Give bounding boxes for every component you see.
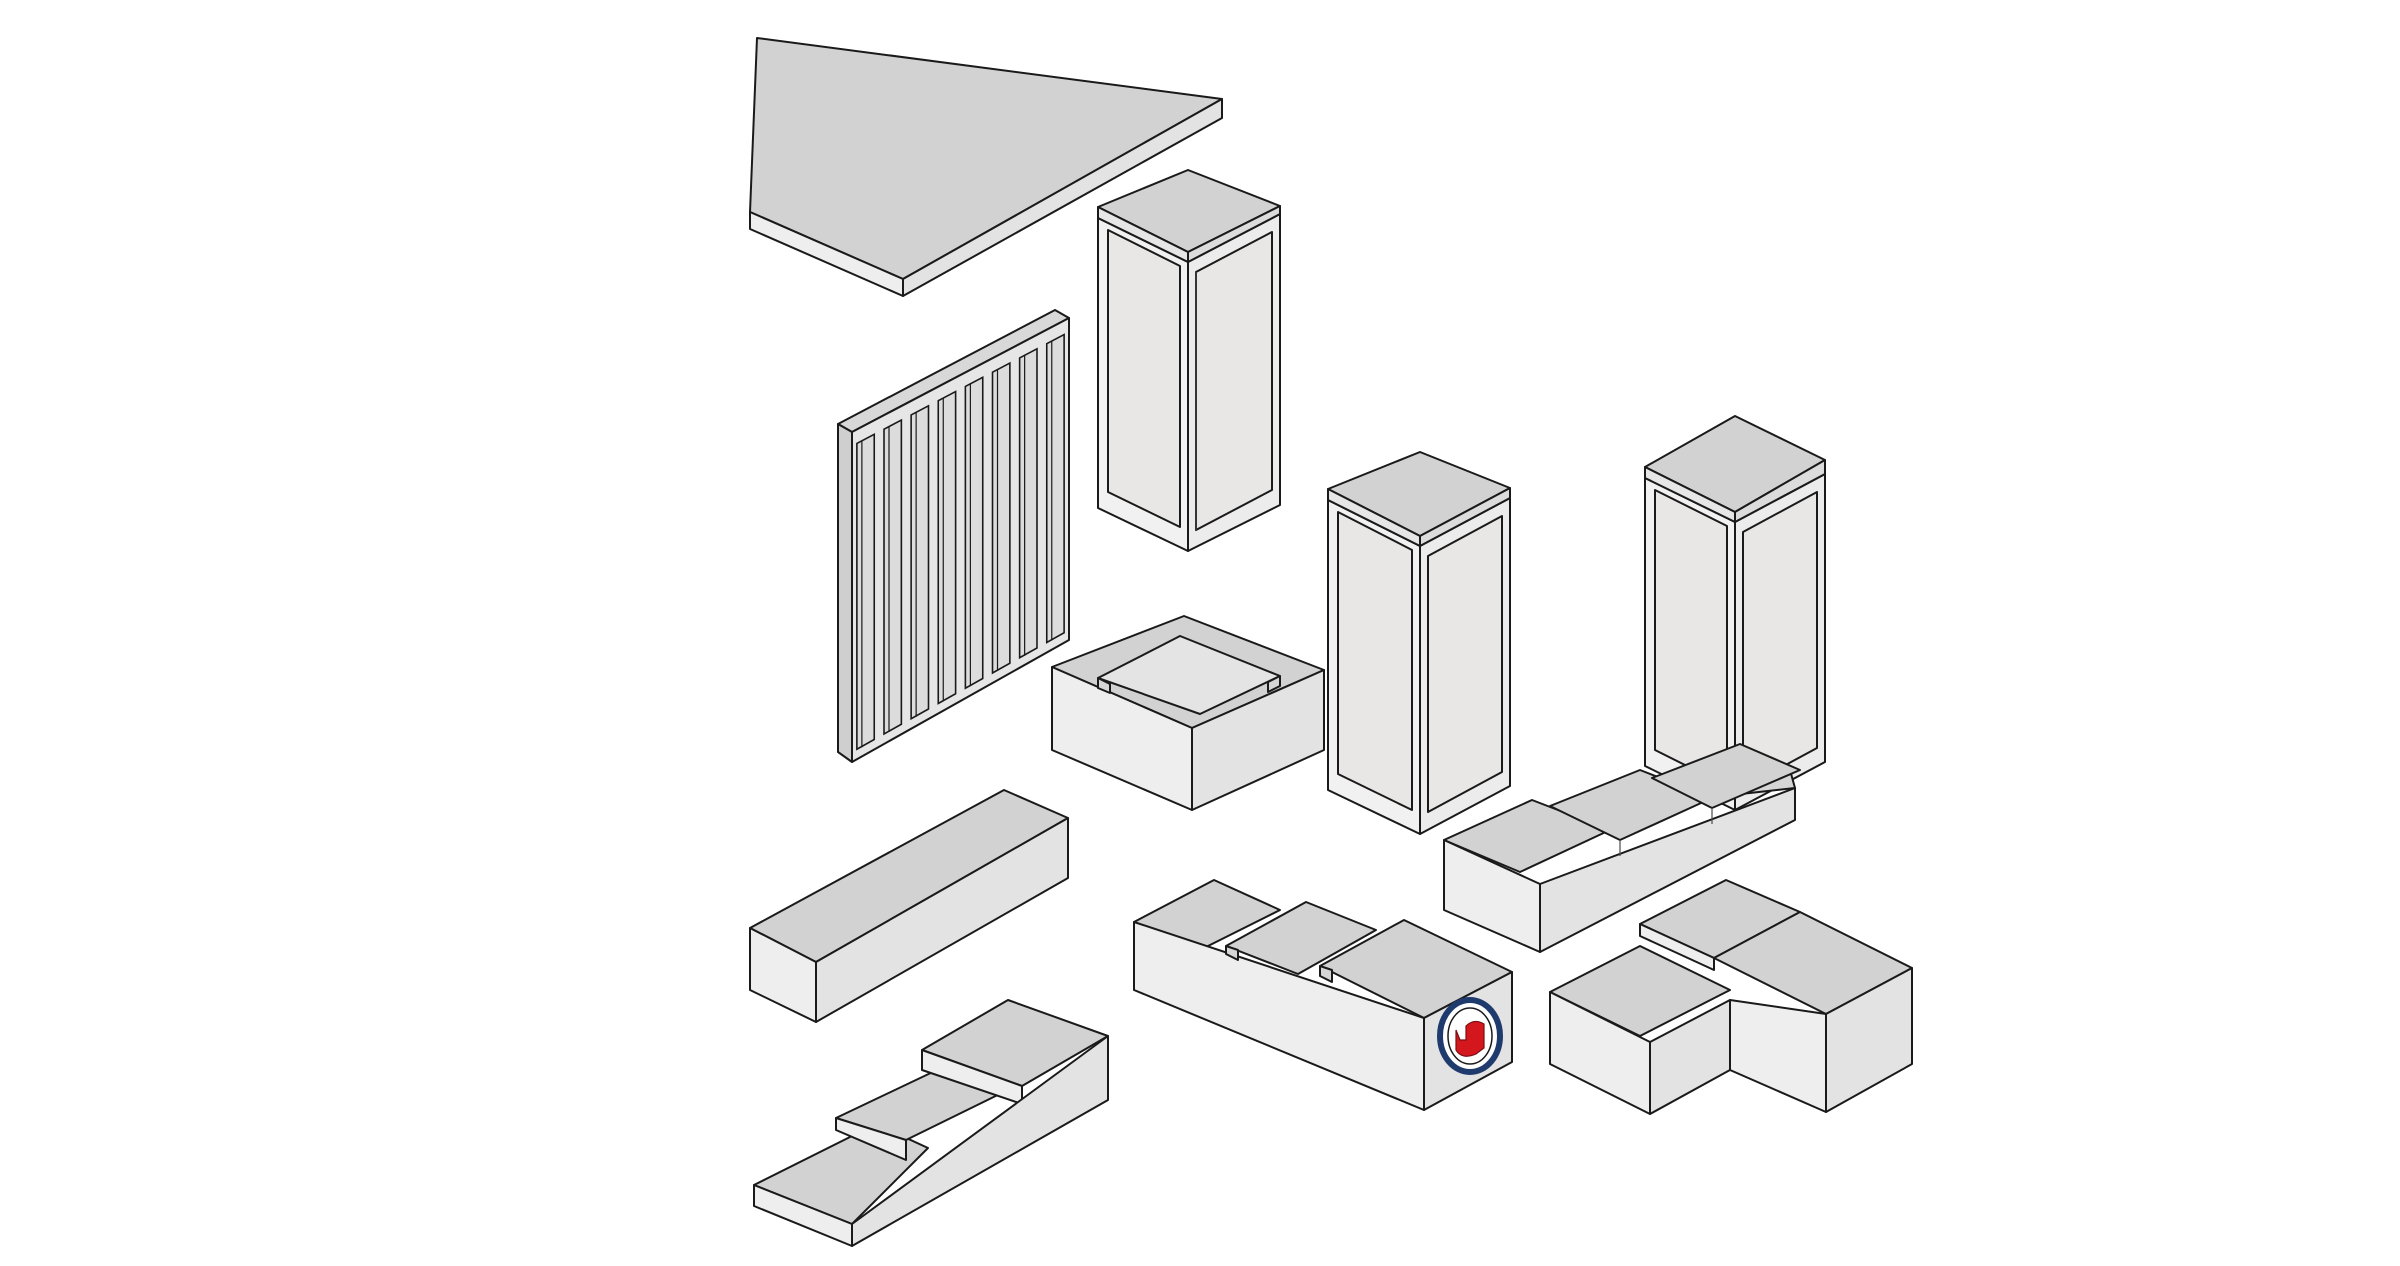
- logo-plinth: [1133, 879, 1513, 1111]
- panel-slat: [964, 375, 984, 690]
- top-slab: [749, 37, 1223, 297]
- panel-wall: [837, 309, 1070, 763]
- panel-slat: [1045, 333, 1065, 644]
- panel-slat: [910, 404, 930, 721]
- stair-block: [753, 999, 1109, 1247]
- cross-block: [1549, 879, 1913, 1115]
- panel-slat: [991, 361, 1011, 675]
- panel-slat: [937, 390, 957, 705]
- logo-icon: [1437, 997, 1503, 1075]
- notched-pedestal: [1051, 615, 1325, 811]
- long-bench: [749, 789, 1069, 1023]
- panel-slat: [1018, 347, 1038, 660]
- three-step-plinth: [1443, 743, 1801, 953]
- display-case-1: [1097, 169, 1281, 552]
- display-case-2: [1327, 451, 1511, 835]
- panel-slat: [883, 418, 903, 736]
- panel-slat: [856, 432, 876, 751]
- panel-slats: [856, 333, 1065, 751]
